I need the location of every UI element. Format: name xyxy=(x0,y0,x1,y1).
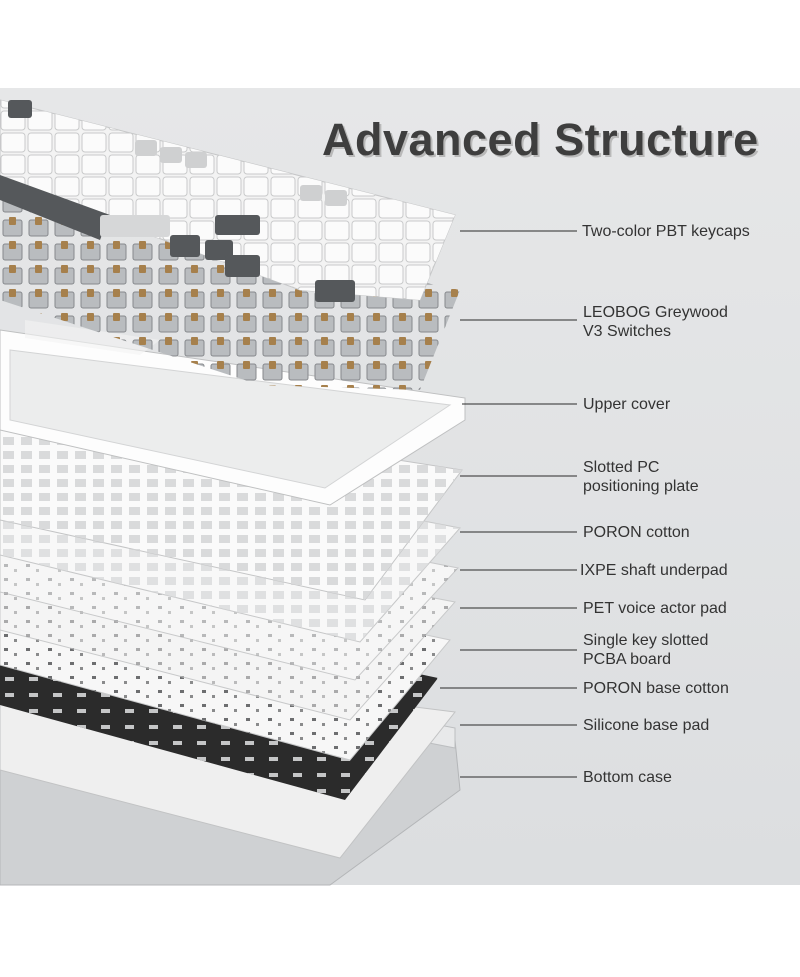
label-pcba-line2: PCBA board xyxy=(583,651,672,668)
label-poron-cotton-line1: PORON cotton xyxy=(583,524,690,541)
label-pcba: Single key slotted PCBA board xyxy=(583,631,708,669)
label-ixpe-line1: IXPE shaft underpad xyxy=(580,562,728,579)
label-ixpe: IXPE shaft underpad xyxy=(580,561,728,580)
label-keycaps: Two-color PBT keycaps xyxy=(582,222,750,241)
label-plate-line2: positioning plate xyxy=(583,478,699,495)
keycaps-layer xyxy=(0,99,456,302)
label-switches-line2: V3 Switches xyxy=(583,323,672,340)
label-bottom-case: Bottom case xyxy=(583,768,672,787)
label-poron-base-line1: PORON base cotton xyxy=(583,680,729,697)
label-plate: Slotted PC positioning plate xyxy=(583,458,699,496)
label-upper-cover-line1: Upper cover xyxy=(583,396,671,413)
label-pcba-line1: Single key slotted xyxy=(583,632,709,649)
label-silicone: Silicone base pad xyxy=(583,716,709,735)
label-poron-cotton: PORON cotton xyxy=(583,523,690,542)
label-poron-base: PORON base cotton xyxy=(583,679,729,698)
label-keycaps-line1: Two-color PBT keycaps xyxy=(582,223,750,240)
label-switches-line1: LEOBOG Greywood xyxy=(583,304,728,321)
page-title: Advanced Structure xyxy=(322,114,759,165)
label-pet-line1: PET voice actor pad xyxy=(583,600,727,617)
leader-lines xyxy=(440,230,577,778)
switches-layer xyxy=(0,195,460,390)
label-switches: LEOBOG Greywood V3 Switches xyxy=(583,303,728,341)
label-upper-cover: Upper cover xyxy=(583,395,670,414)
label-silicone-line1: Silicone base pad xyxy=(583,717,710,734)
label-pet: PET voice actor pad xyxy=(583,599,727,618)
label-bottom-case-line1: Bottom case xyxy=(583,769,672,786)
label-plate-line1: Slotted PC xyxy=(583,459,660,476)
